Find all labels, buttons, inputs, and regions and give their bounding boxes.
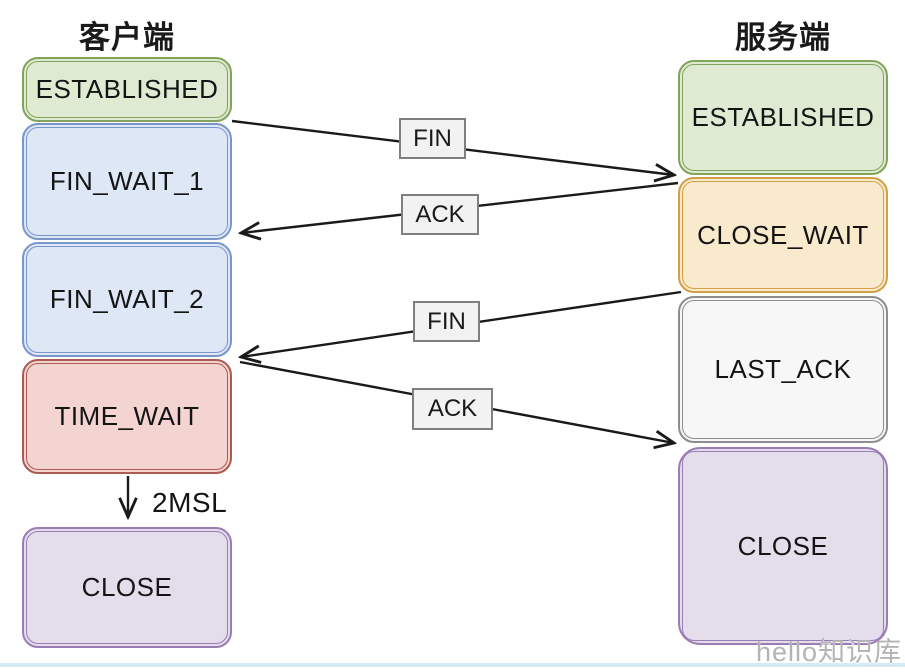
state-label: ESTABLISHED xyxy=(691,102,875,132)
server-column-title: 服务端 xyxy=(735,20,831,55)
state-label: LAST_ACK xyxy=(714,354,852,384)
state-client-close: CLOSE xyxy=(22,527,232,648)
state-client-time-wait: TIME_WAIT xyxy=(22,359,232,474)
state-client-fin-wait-2: FIN_WAIT_2 xyxy=(22,242,232,357)
bottom-strip xyxy=(0,663,905,667)
state-server-close: CLOSE xyxy=(678,447,888,645)
state-label: FIN_WAIT_1 xyxy=(49,166,205,196)
state-server-last-ack: LAST_ACK xyxy=(678,296,888,443)
message-label-fin-1: FIN xyxy=(399,118,466,159)
state-label: CLOSE_WAIT xyxy=(697,219,869,250)
message-label-ack-2: ACK xyxy=(412,388,493,430)
state-label: TIME_WAIT xyxy=(54,401,200,431)
message-label-fin-2: FIN xyxy=(413,301,480,342)
state-server-established: ESTABLISHED xyxy=(678,60,888,175)
timer-label-2msl: 2MSL xyxy=(152,487,228,518)
state-label: CLOSE xyxy=(81,572,173,602)
state-label: CLOSE xyxy=(737,530,829,561)
state-label: FIN_WAIT_2 xyxy=(49,284,205,314)
state-label: ESTABLISHED xyxy=(35,74,219,104)
state-client-established: ESTABLISHED xyxy=(22,57,232,122)
client-column-title: 客户端 xyxy=(79,20,175,55)
state-server-close-wait: CLOSE_WAIT xyxy=(678,177,888,293)
watermark: hello知识库 xyxy=(755,637,902,667)
message-label-ack-1: ACK xyxy=(401,194,479,235)
state-client-fin-wait-1: FIN_WAIT_1 xyxy=(22,123,232,240)
